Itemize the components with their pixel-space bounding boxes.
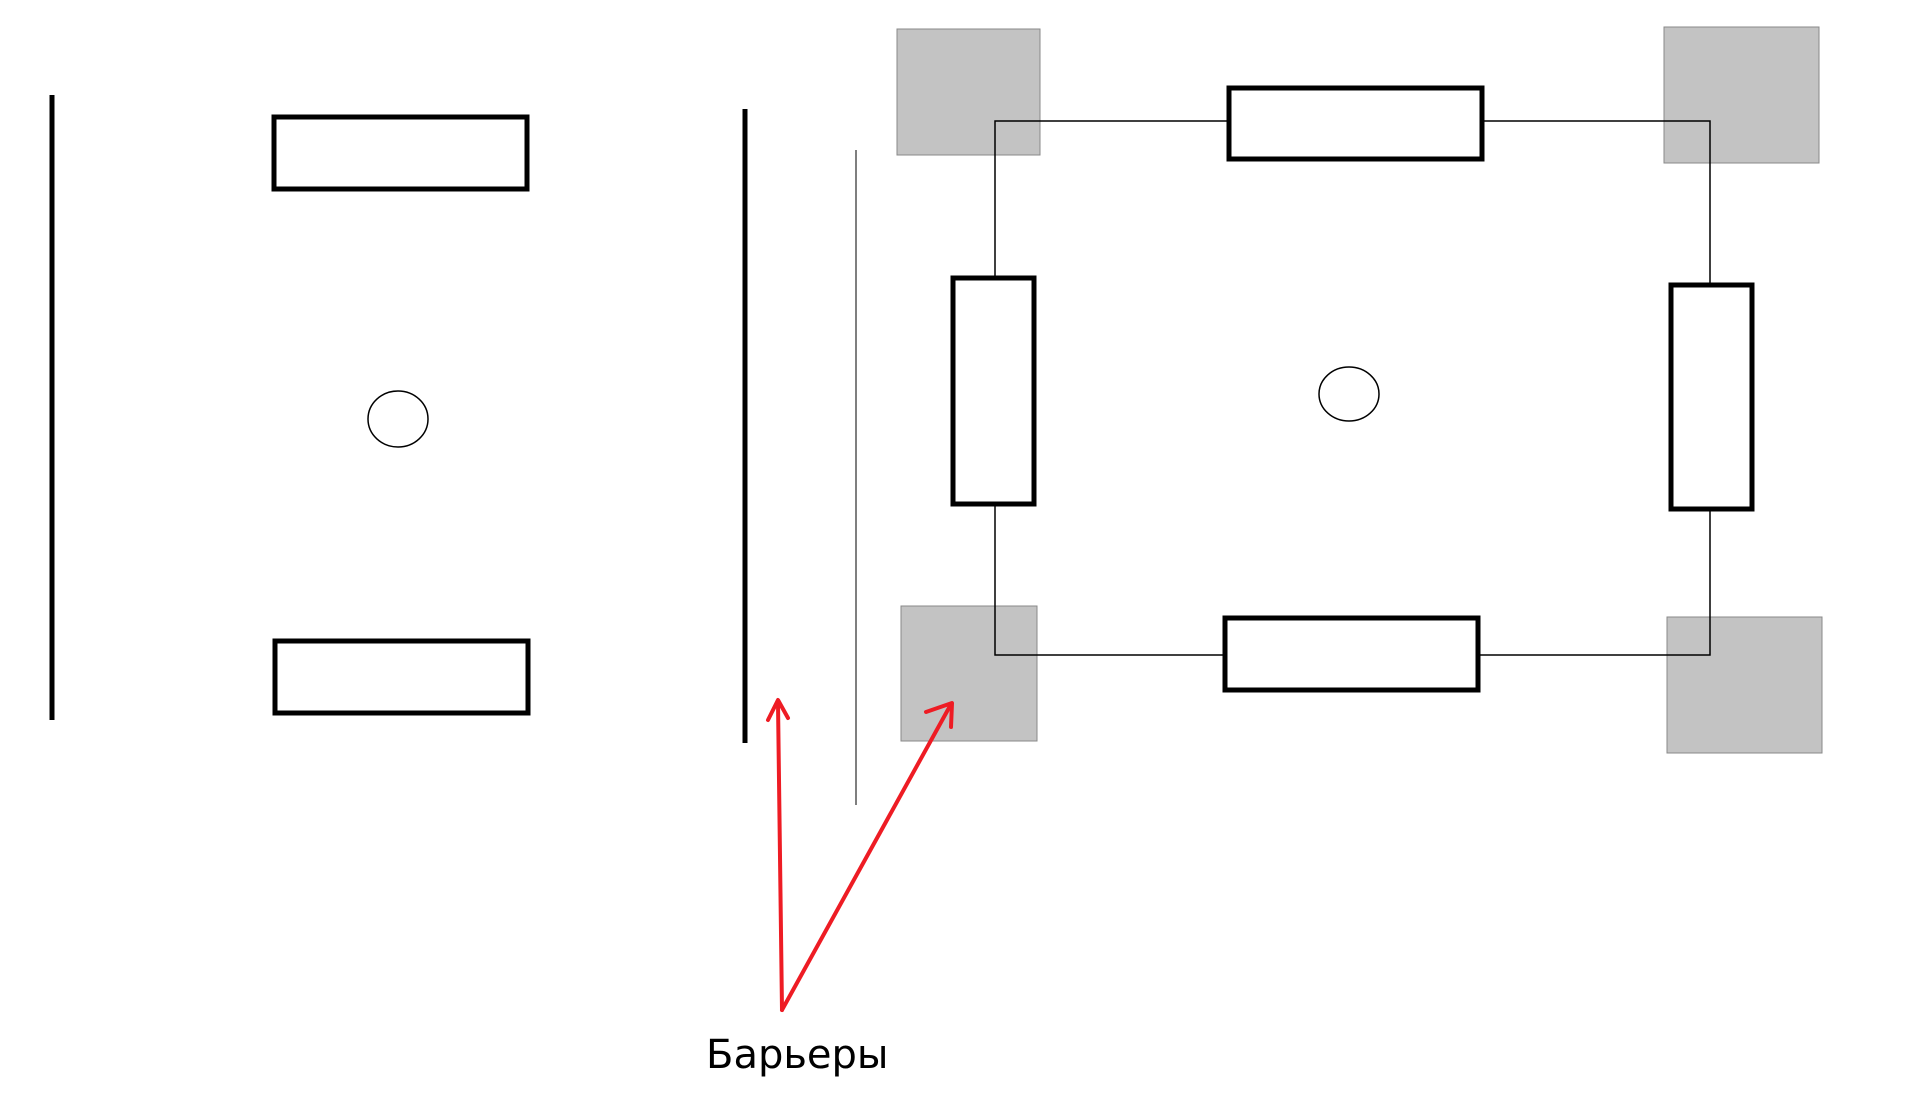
arrow-to-thick-line: [776, 701, 784, 1012]
bottom-right-pad: [1666, 616, 1823, 754]
right-block: [1668, 282, 1755, 512]
annotation-arrows: [766, 698, 954, 1012]
frame-outline: [994, 120, 1711, 656]
right-center-circle: [1318, 366, 1380, 422]
left-center-circle: [367, 390, 429, 448]
arrowhead-thick-line: [766, 698, 790, 722]
right-scheme: [742, 26, 1823, 805]
barriers-label: Барьеры: [706, 1032, 889, 1078]
arrowhead-pad: [924, 701, 954, 729]
top-right-pad: [1663, 26, 1820, 164]
arrow-to-pad: [780, 704, 952, 1012]
bottom-block: [1222, 615, 1481, 693]
left-top-block: [271, 114, 530, 192]
top-left-pad: [896, 28, 1041, 156]
left-block: [950, 275, 1037, 507]
top-block: [1226, 85, 1485, 162]
left-bottom-block: [272, 638, 531, 716]
left-scheme: [49, 95, 531, 720]
bottom-left-pad: [900, 605, 1038, 742]
